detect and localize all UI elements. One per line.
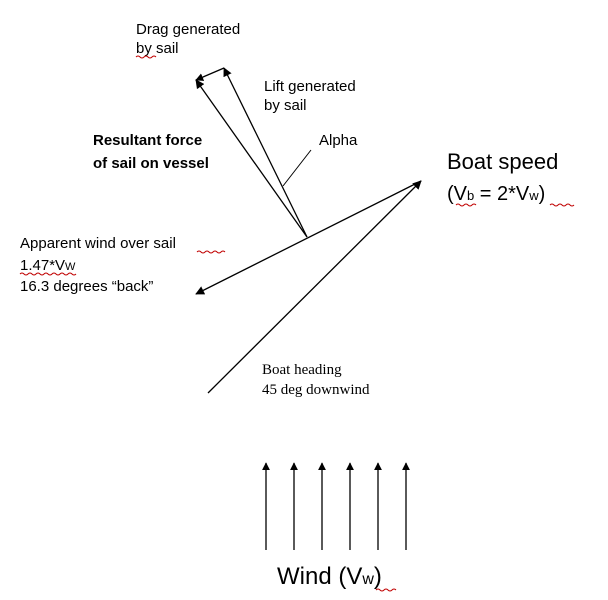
apparent-wind-line2: 1.47*VW bbox=[20, 257, 76, 274]
boat-speed-arrow bbox=[207, 180, 422, 394]
lift-label-line1: Lift generated bbox=[264, 78, 356, 95]
resultant-force-arrow bbox=[195, 79, 308, 238]
lift-arrow bbox=[223, 67, 308, 238]
apparent-wind-line3: 16.3 degrees “back” bbox=[20, 278, 153, 295]
lift-label-line2: by sail bbox=[264, 97, 307, 114]
boat-heading-line1: Boat heading bbox=[262, 362, 342, 378]
resultant-label-line1: Resultant force bbox=[93, 132, 202, 149]
apparent-wind-line1: Apparent wind over sail bbox=[20, 235, 176, 252]
spellcheck-underline bbox=[196, 250, 226, 254]
drag-arrow bbox=[195, 67, 225, 81]
alpha-leader-line bbox=[282, 149, 312, 187]
resultant-label-line2: of sail on vessel bbox=[93, 155, 209, 172]
spellcheck-underline bbox=[19, 272, 77, 276]
drag-label-line2: by sail bbox=[136, 40, 179, 57]
boat-speed-title: Boat speed bbox=[447, 149, 558, 174]
alpha-label: Alpha bbox=[319, 132, 358, 149]
wind-label: Wind (Vw) bbox=[277, 563, 382, 590]
spellcheck-underline bbox=[135, 55, 157, 59]
boat-heading-line2: 45 deg downwind bbox=[262, 382, 370, 398]
spellcheck-underline bbox=[455, 203, 477, 207]
apparent-wind-arrow bbox=[195, 180, 422, 295]
drag-label-line1: Drag generated bbox=[136, 21, 240, 38]
spellcheck-underline bbox=[549, 203, 575, 207]
spellcheck-underline bbox=[375, 588, 397, 592]
wind-arrows bbox=[262, 462, 410, 550]
boat-speed-formula: (Vb = 2*Vw) bbox=[447, 183, 545, 205]
